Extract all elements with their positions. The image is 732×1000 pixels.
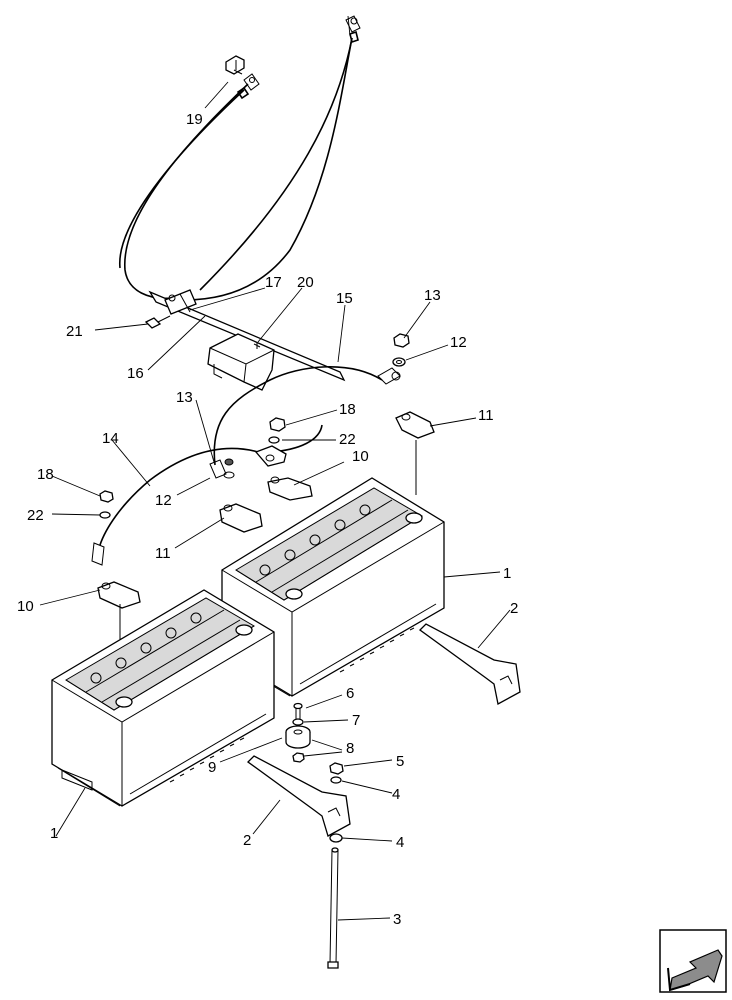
callout-15: 15 bbox=[336, 290, 353, 307]
washer-12-top bbox=[392, 357, 406, 367]
leader-lines bbox=[39, 15, 511, 921]
cover-20 bbox=[207, 333, 275, 391]
bolt-19 bbox=[225, 55, 245, 75]
ground-cable bbox=[119, 73, 260, 300]
support-bar bbox=[148, 289, 346, 382]
callout-1-right: 1 bbox=[503, 565, 511, 582]
callout-22-left: 22 bbox=[27, 507, 44, 524]
nut-18-left bbox=[99, 490, 114, 503]
callout-14: 14 bbox=[102, 430, 119, 447]
bolt-6 bbox=[293, 702, 303, 720]
nav-arrow-button[interactable] bbox=[659, 929, 727, 993]
callout-13-top: 13 bbox=[424, 287, 441, 304]
nut-18-mid bbox=[269, 417, 286, 432]
clamp-mid bbox=[254, 445, 287, 467]
nut-5 bbox=[329, 762, 344, 775]
bracket-2-lower bbox=[247, 755, 351, 837]
callout-12-top: 12 bbox=[450, 334, 467, 351]
main-harness-cable bbox=[184, 15, 361, 301]
washer-22-left bbox=[99, 511, 111, 519]
nut-13-top bbox=[393, 333, 410, 348]
washer-7 bbox=[292, 718, 304, 726]
callout-13-mid: 13 bbox=[176, 389, 193, 406]
callout-12-mid: 12 bbox=[155, 492, 172, 509]
callout-5: 5 bbox=[396, 753, 404, 770]
washer-4-bottom bbox=[329, 833, 343, 843]
terminal-clamp-10-mid bbox=[267, 476, 313, 501]
nut-8 bbox=[292, 752, 305, 763]
callout-16: 16 bbox=[127, 365, 144, 382]
arrow-left-down-icon bbox=[667, 949, 723, 992]
callout-11-right: 11 bbox=[478, 407, 494, 424]
callout-22-mid: 22 bbox=[339, 431, 356, 448]
callout-11-left: 11 bbox=[155, 545, 171, 562]
callout-8: 8 bbox=[346, 740, 354, 757]
battery-left bbox=[51, 589, 275, 807]
spacer-9 bbox=[285, 725, 311, 749]
callout-20: 20 bbox=[297, 274, 314, 291]
bracket-2-right bbox=[419, 623, 521, 705]
callout-labels: 19 21 16 17 20 15 13 12 18 22 11 13 14 1… bbox=[17, 111, 518, 928]
callout-6: 6 bbox=[346, 685, 354, 702]
connector-12-13 bbox=[209, 458, 235, 479]
rod-3 bbox=[327, 847, 339, 969]
callout-4-top: 4 bbox=[392, 786, 400, 803]
callout-19: 19 bbox=[186, 111, 203, 128]
washer-22-mid bbox=[268, 436, 280, 444]
callout-9: 9 bbox=[208, 759, 216, 776]
terminal-clamp-11-right bbox=[395, 411, 435, 495]
callout-7: 7 bbox=[352, 712, 360, 729]
callout-21: 21 bbox=[66, 323, 83, 340]
callout-3: 3 bbox=[393, 911, 401, 928]
callout-10-left: 10 bbox=[17, 598, 34, 615]
cable-15 bbox=[213, 366, 401, 466]
terminal-clamp-11-left bbox=[219, 503, 263, 533]
callout-2-right: 2 bbox=[510, 600, 518, 617]
callout-17: 17 bbox=[265, 274, 282, 291]
terminal-21 bbox=[144, 315, 171, 329]
callout-18-mid: 18 bbox=[339, 401, 356, 418]
callout-1-left: 1 bbox=[50, 825, 58, 842]
callout-10-mid: 10 bbox=[352, 448, 369, 465]
callout-18-left: 18 bbox=[37, 466, 54, 483]
callout-4-bottom: 4 bbox=[396, 834, 404, 851]
battery-right bbox=[221, 477, 445, 697]
washer-4-top bbox=[330, 776, 342, 784]
callout-2-lower: 2 bbox=[243, 832, 251, 849]
